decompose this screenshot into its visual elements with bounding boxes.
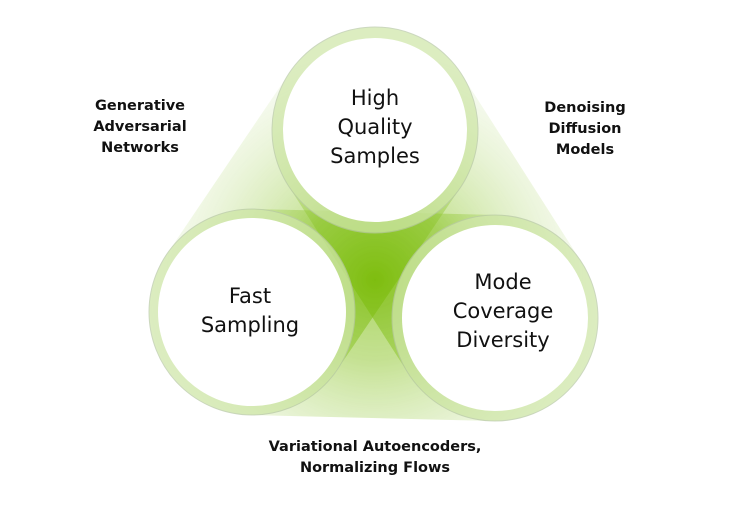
line: High [350, 86, 400, 110]
circle-right [402, 225, 588, 411]
node-circles [148, 26, 599, 422]
node-left-label: Fast Sampling [160, 282, 340, 340]
line: Denoising [544, 100, 626, 116]
node-right-label: Mode Coverage Diversity [413, 268, 593, 355]
circle-left [158, 218, 346, 406]
edge-label-vae: Variational Autoencoders, Normalizing Fl… [220, 437, 530, 479]
line: Diffusion [548, 121, 622, 137]
line: Variational Autoencoders, [268, 439, 482, 455]
line: Diversity [456, 328, 550, 352]
line: Models [555, 142, 615, 158]
line: Generative [94, 98, 186, 114]
line: Samples [330, 144, 420, 168]
line: Networks [101, 140, 179, 156]
line: Sampling [200, 313, 300, 337]
line: Fast [228, 284, 272, 308]
line: Mode [474, 270, 532, 294]
circle-top [283, 38, 467, 222]
edge-label-diffusion: Denoising Diffusion Models [530, 98, 640, 161]
node-top-label: High Quality Samples [285, 84, 465, 171]
line: Coverage [452, 299, 554, 323]
edge-label-gan: Generative Adversarial Networks [80, 96, 200, 159]
line: Adversarial [93, 119, 187, 135]
line: Normalizing Flows [299, 460, 451, 476]
line: Quality [337, 115, 413, 139]
